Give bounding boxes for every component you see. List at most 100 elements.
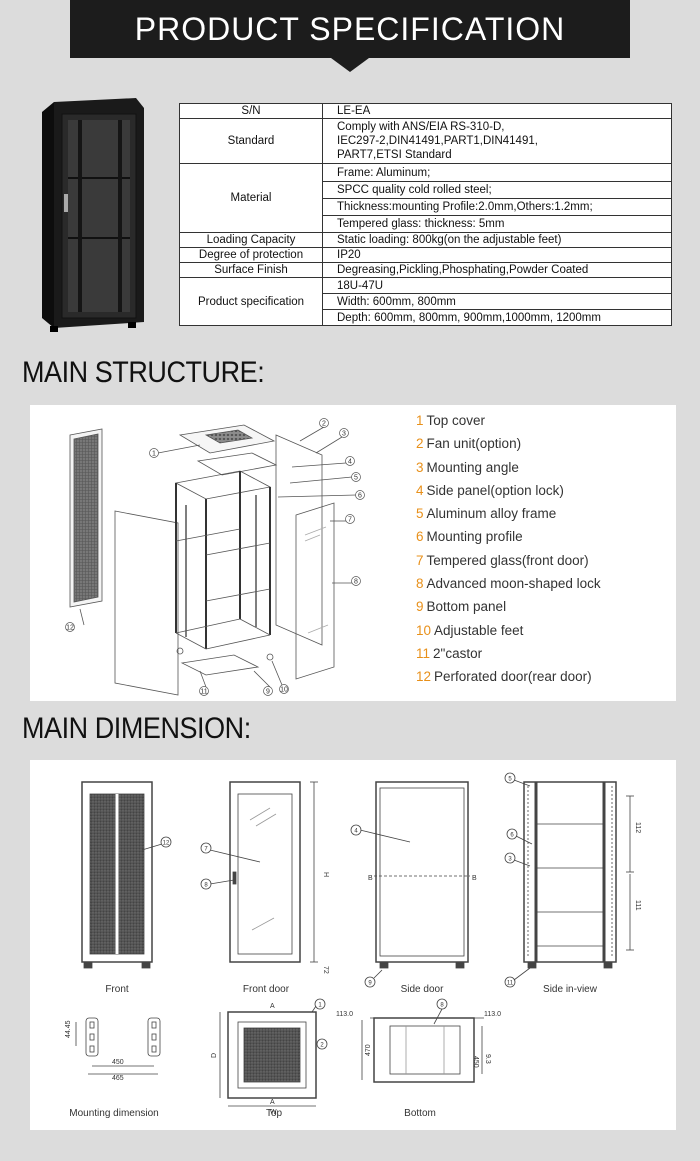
spec-key: Material [179, 163, 323, 233]
svg-text:3: 3 [342, 431, 346, 438]
dim-450b: 450 [472, 1056, 479, 1068]
svg-text:9: 9 [266, 689, 270, 696]
callout-6: 6 [355, 490, 365, 500]
spec-value: Tempered glass: thickness: 5mm [322, 215, 672, 233]
svg-text:8: 8 [440, 1003, 444, 1009]
spec-row-loading: Loading Capacity Static loading: 800kg(o… [179, 232, 672, 248]
caption-side-door: Side door [400, 984, 444, 995]
top-view [219, 998, 328, 1107]
svg-text:1: 1 [318, 1003, 322, 1009]
header-banner: PRODUCT SPECIFICATION [0, 0, 700, 72]
dim-44-45: 44.45 [65, 1020, 72, 1038]
spec-value: Width: 600mm, 800mm [322, 293, 672, 310]
front-view [81, 781, 172, 969]
dim-113-left: 113.0 [336, 1011, 353, 1018]
svg-text:8: 8 [204, 883, 208, 889]
dim-b-left: B [368, 875, 373, 882]
callout-11: 11 [199, 686, 209, 696]
spec-row-product-2: Width: 600mm, 800mm [180, 293, 672, 310]
dimension-title: MAIN DIMENSION: [22, 712, 251, 745]
callout-8: 8 [351, 576, 361, 586]
svg-text:4: 4 [348, 459, 352, 466]
svg-text:11: 11 [200, 689, 207, 696]
svg-text:8: 8 [354, 579, 358, 586]
svg-text:7: 7 [348, 517, 352, 524]
svg-text:10: 10 [280, 687, 288, 694]
spec-key: Product specification [179, 277, 323, 326]
spec-row-protection: Degree of protection IP20 [179, 247, 672, 263]
spec-key: Surface Finish [179, 262, 323, 278]
standard-line: Comply with ANS/EIA RS-310-D, [337, 121, 505, 133]
svg-text:2: 2 [320, 1043, 324, 1049]
cabinet-photo [42, 98, 144, 332]
spec-value: 18U-47U [322, 277, 672, 294]
callout-2: 2 [319, 418, 329, 428]
dim-9-3: 9.3 [484, 1054, 491, 1064]
svg-text:12: 12 [66, 625, 74, 632]
dim-b-right: B [472, 875, 477, 882]
dim-a-top: A [270, 1003, 275, 1010]
standard-line: IEC297-2,DIN41491,PART1,DIN41491, [337, 135, 538, 147]
dim-465: 465 [112, 1075, 124, 1082]
dimension-labels: 12 7 8 4 9 5 6 3 11 1 2 8 H 72 B B 112 1… [65, 777, 641, 1117]
svg-text:5: 5 [354, 475, 358, 482]
callout-labels: 1 2 3 4 5 6 7 8 9 10 11 12 [65, 418, 365, 696]
svg-text:7: 7 [204, 847, 208, 853]
standard-line: PART7,ETSI Standard [337, 149, 452, 161]
callout-12: 12 [65, 622, 75, 632]
mounting-view [75, 1017, 161, 1075]
caption-top: Top [265, 1108, 283, 1119]
callout-10: 10 [279, 684, 289, 694]
callout-7: 7 [345, 514, 355, 524]
callout-1: 1 [149, 448, 159, 458]
side-door-view [350, 781, 470, 988]
svg-text:6: 6 [510, 833, 514, 839]
spec-key: Degree of protection [179, 247, 323, 263]
dim-h: H [322, 872, 329, 877]
spec-value: IP20 [322, 247, 672, 263]
spec-key: Standard [179, 118, 323, 164]
svg-text:2: 2 [322, 421, 326, 428]
svg-text:1: 1 [152, 451, 156, 458]
page-title: PRODUCT SPECIFICATION [134, 10, 566, 47]
spec-value: Depth: 600mm, 800mm, 900mm,1000mm, 1200m… [322, 309, 672, 326]
spec-row-product-3: Depth: 600mm, 800mm, 900mm,1000mm, 1200m… [180, 309, 672, 326]
structure-title: MAIN STRUCTURE: [22, 356, 265, 389]
spec-value: Static loading: 800kg(on the adjustable … [322, 232, 672, 248]
callout-5: 5 [351, 472, 361, 482]
side-in-view [504, 772, 634, 988]
svg-text:4: 4 [354, 829, 358, 835]
spec-row-material: Material Frame: Aluminum; [179, 163, 672, 233]
dim-113-right: 113.0 [484, 1011, 501, 1018]
spec-value: LE-EA [322, 103, 672, 119]
exploded-diagram [69, 424, 357, 696]
caption-front: Front [105, 984, 129, 995]
spec-table: S/N LE-EA Standard Comply with ANS/EIA R… [179, 103, 672, 326]
svg-text:12: 12 [163, 841, 170, 847]
header-notch [331, 58, 369, 72]
dim-111: 111 [634, 900, 641, 911]
dim-112: 112 [634, 822, 641, 833]
spec-row-standard: Standard Comply with ANS/EIA RS-310-D, I… [179, 118, 672, 164]
spec-value: Degreasing,Pickling,Phosphating,Powder C… [322, 262, 672, 278]
dim-72: 72 [322, 966, 329, 974]
spec-value: Frame: Aluminum; [322, 163, 672, 182]
dim-450: 450 [112, 1059, 124, 1066]
spec-key: S/N [179, 103, 323, 119]
caption-mounting: Mounting dimension [69, 1108, 159, 1119]
spec-row-material-3: Thickness:mounting Profile:2.0mm,Others:… [180, 198, 672, 216]
dimension-panel: 12 7 8 4 9 5 6 3 11 1 2 8 H 72 B B 112 1… [30, 760, 676, 1130]
svg-text:6: 6 [358, 493, 362, 500]
